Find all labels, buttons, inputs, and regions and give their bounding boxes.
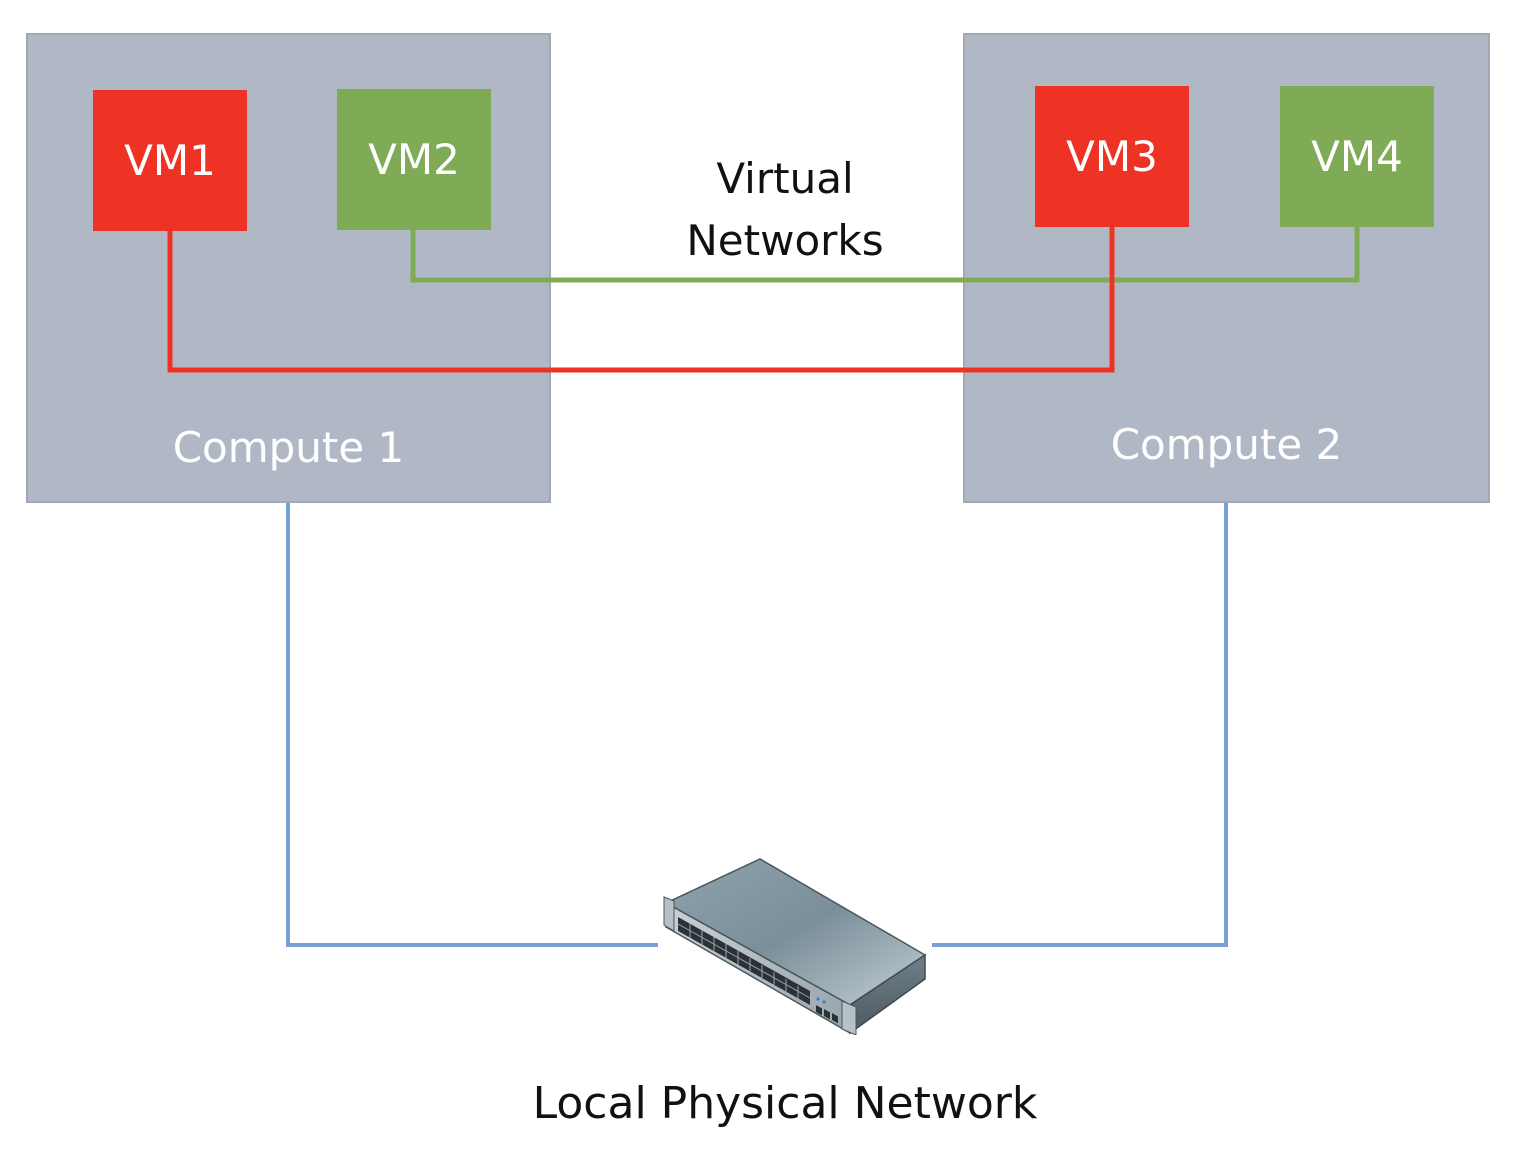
virtual-network-green-link: [410, 227, 1360, 283]
virtual-networks-label-line-2: Networks: [686, 216, 884, 265]
vm-2: VM2: [337, 89, 491, 230]
virtual-networks-label: Virtual Networks: [640, 148, 930, 272]
compute-host-2-label: Compute 2: [1110, 420, 1343, 469]
network-switch-icon: [663, 858, 927, 1035]
physical-network-label: Local Physical Network: [532, 1078, 1038, 1129]
virtual-network-red-link: [167, 227, 1115, 373]
compute-host-2: Compute 2: [963, 33, 1490, 503]
vm-3: VM3: [1035, 86, 1189, 227]
vm-1: VM1: [93, 90, 247, 231]
physical-link-compute-2: [932, 503, 1228, 947]
compute-host-1-label: Compute 1: [172, 423, 405, 472]
virtual-networks-label-line-1: Virtual: [716, 154, 854, 203]
vm-4: VM4: [1280, 86, 1434, 227]
physical-link-compute-1: [286, 503, 658, 947]
